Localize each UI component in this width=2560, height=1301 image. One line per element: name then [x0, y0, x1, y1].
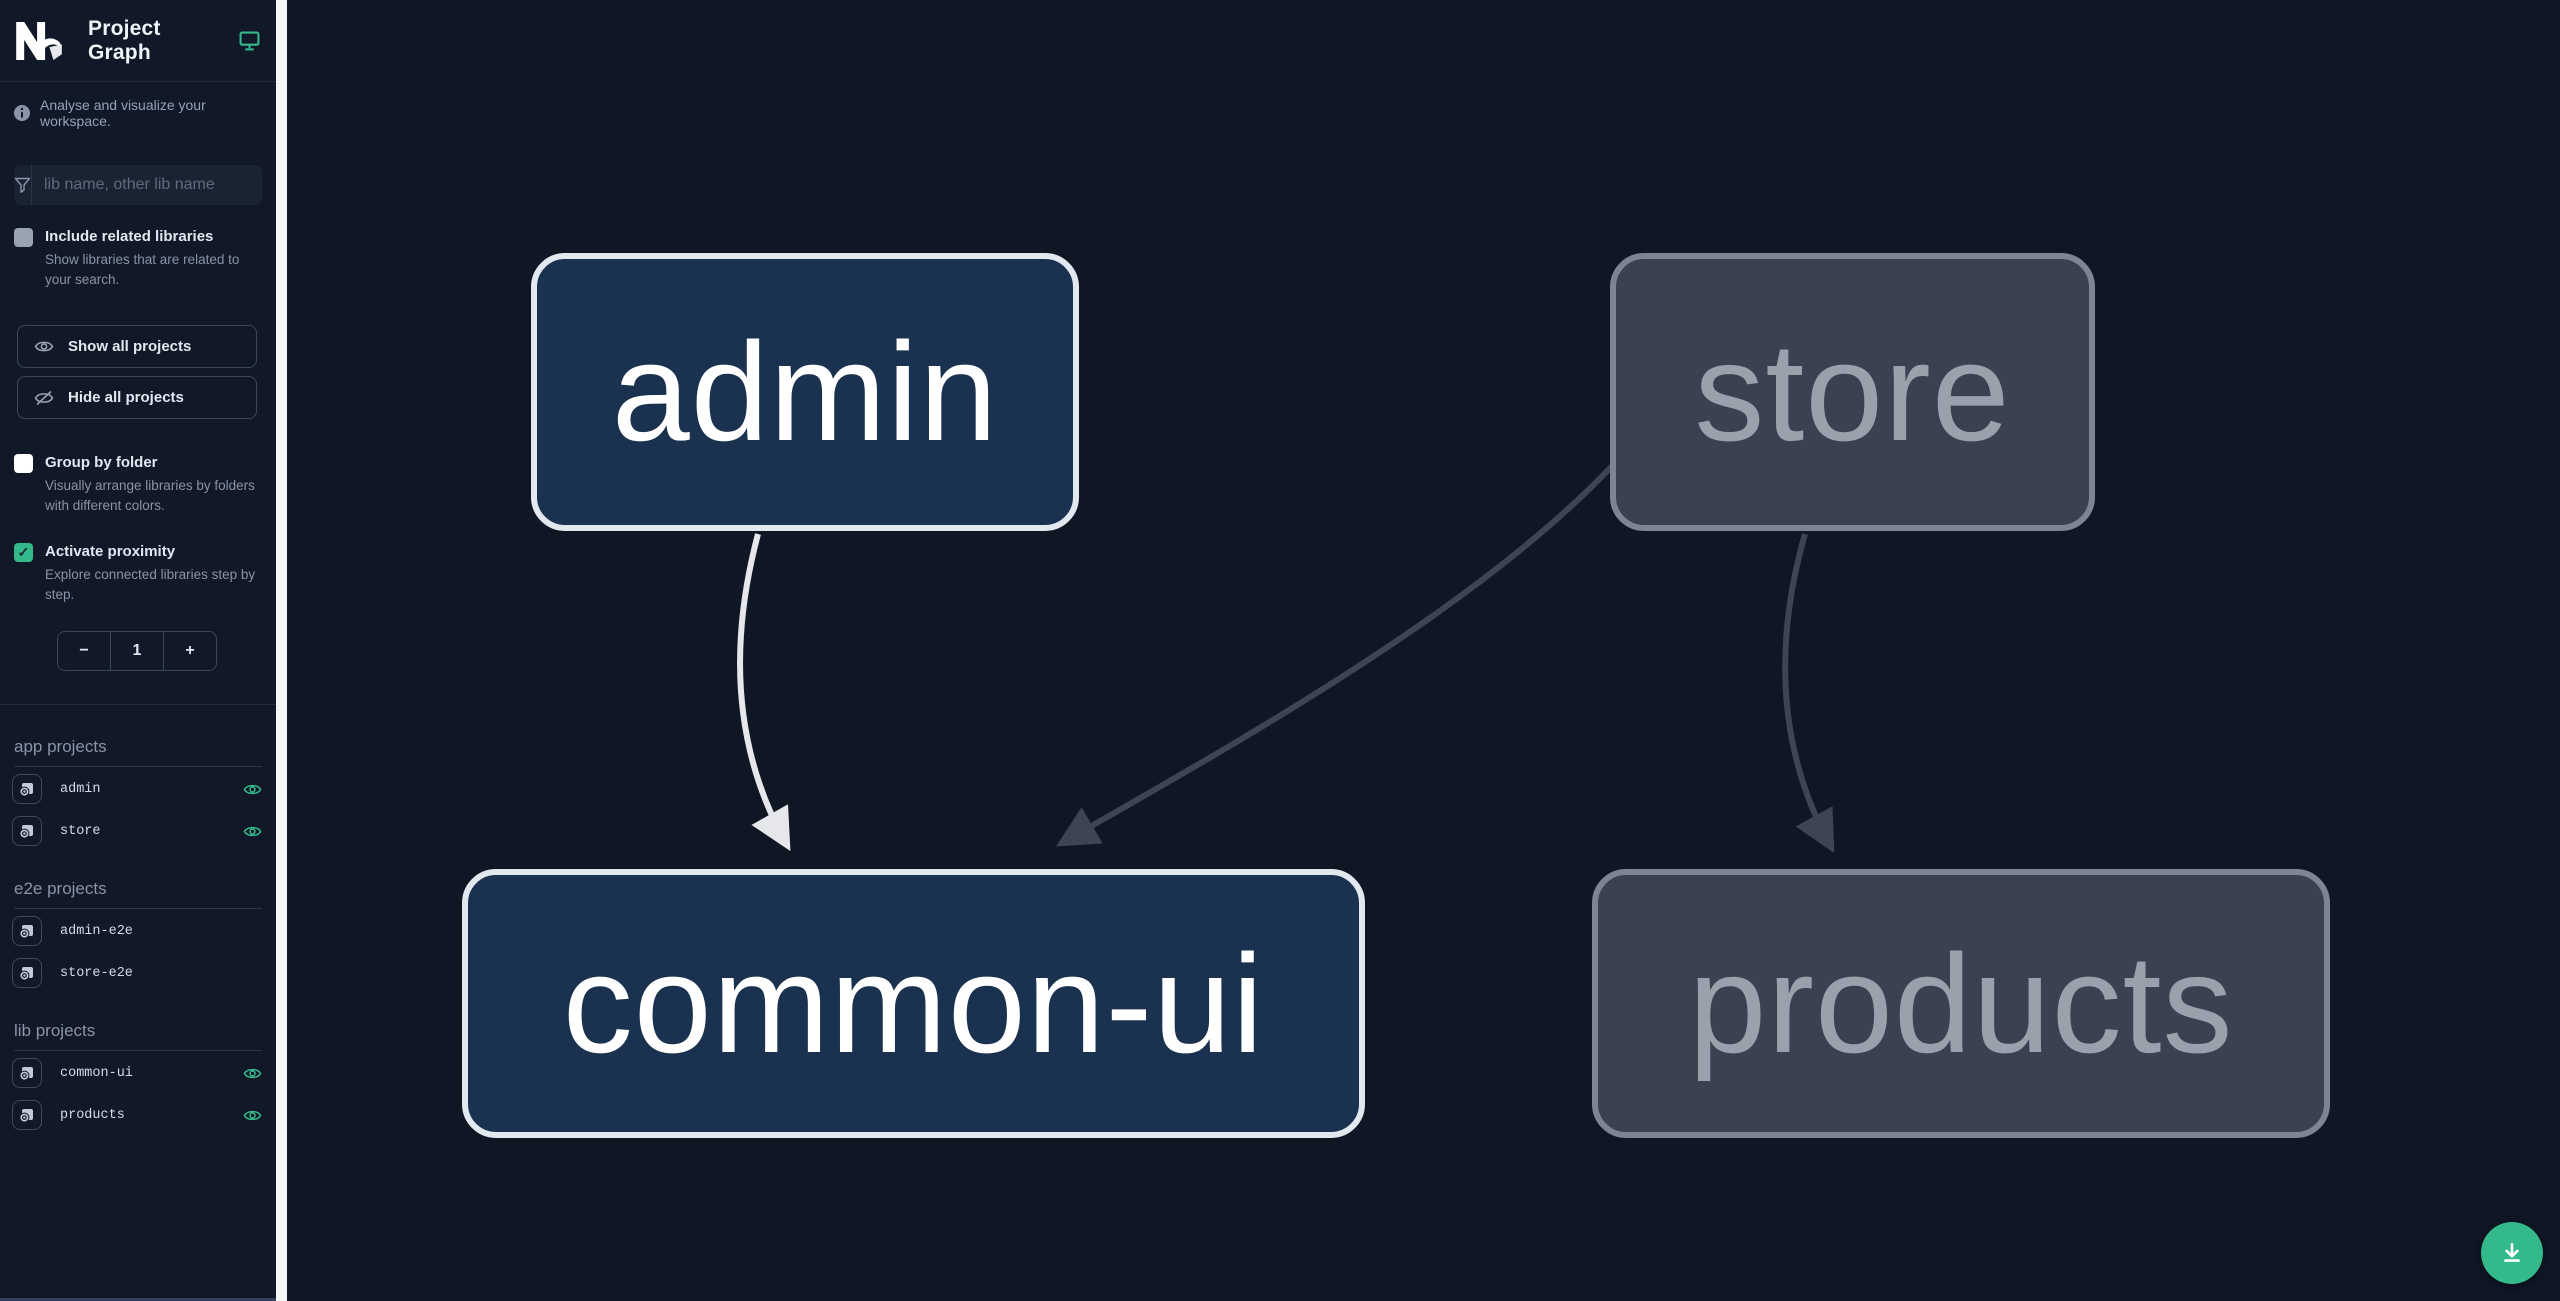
activate-proximity-checkbox[interactable]	[14, 543, 33, 562]
section-title-app-projects: app projects	[14, 737, 262, 767]
project-name[interactable]: products	[60, 1107, 125, 1123]
dependency-edges	[737, 463, 1835, 854]
project-row-admin: admin	[0, 769, 276, 809]
funnel-icon	[14, 165, 32, 205]
graph-node-store[interactable]: store	[1610, 253, 2095, 531]
node-label: common-ui	[562, 924, 1265, 1082]
activate-proximity-row: Activate proximity Explore connected lib…	[14, 542, 262, 605]
section-title-e2e-projects: e2e projects	[14, 879, 262, 909]
hide-all-projects-label: Hide all projects	[68, 389, 184, 406]
project-row-products: products	[0, 1095, 276, 1135]
proximity-counter: − 1 +	[57, 631, 217, 671]
download-icon	[2499, 1240, 2525, 1266]
proximity-increment-button[interactable]: +	[163, 632, 216, 670]
eye-off-icon	[34, 390, 54, 406]
project-filter	[14, 165, 262, 205]
sidebar-resize-handle[interactable]	[276, 0, 287, 1301]
workspace-hint: Analyse and visualize your workspace.	[14, 97, 262, 129]
project-row-store: store	[0, 811, 276, 851]
show-all-projects-button[interactable]: Show all projects	[17, 325, 257, 368]
focus-icon[interactable]	[12, 916, 42, 946]
section-title-lib-projects: lib projects	[14, 1021, 262, 1051]
proximity-value: 1	[110, 632, 163, 670]
graph-node-admin[interactable]: admin	[531, 253, 1079, 531]
focus-icon[interactable]	[12, 958, 42, 988]
download-graph-button[interactable]	[2481, 1222, 2543, 1284]
project-row-store-e2e: store-e2e	[0, 953, 276, 993]
proximity-decrement-button[interactable]: −	[79, 642, 89, 659]
include-related-label: Include related libraries	[45, 228, 214, 245]
group-by-folder-description: Visually arrange libraries by folders wi…	[45, 477, 255, 513]
nx-logo	[16, 21, 62, 60]
eye-icon[interactable]	[243, 824, 262, 839]
project-name[interactable]: common-ui	[60, 1065, 133, 1081]
activate-proximity-description: Explore connected libraries step by step…	[45, 566, 256, 602]
project-name[interactable]: store-e2e	[60, 965, 133, 981]
include-related-description: Show libraries that are related to your …	[45, 251, 240, 287]
sidebar-header: Project Graph	[0, 0, 276, 82]
app-title: Project Graph	[88, 16, 161, 64]
graph-canvas[interactable]: admin store common-ui products	[287, 0, 2560, 1301]
project-row-common-ui: common-ui	[0, 1053, 276, 1093]
info-icon	[14, 105, 30, 121]
graph-node-common-ui[interactable]: common-ui	[462, 869, 1365, 1138]
node-label: store	[1694, 313, 2011, 470]
search-input[interactable]	[32, 165, 262, 205]
focus-icon[interactable]	[12, 1100, 42, 1130]
project-name[interactable]: admin	[60, 781, 101, 797]
eye-icon[interactable]	[243, 1108, 262, 1123]
sidebar: Project Graph Analyse and visualize your…	[0, 0, 276, 1301]
edge-store-to-common-ui[interactable]	[1055, 463, 1615, 847]
eye-icon	[34, 339, 54, 354]
include-related-checkbox[interactable]	[14, 228, 33, 247]
group-by-folder-checkbox[interactable]	[14, 454, 33, 473]
focus-icon[interactable]	[12, 774, 42, 804]
hide-all-projects-button[interactable]: Hide all projects	[17, 376, 257, 419]
node-label: admin	[611, 313, 999, 470]
edge-admin-to-common-ui[interactable]	[737, 533, 791, 852]
project-name[interactable]: admin-e2e	[60, 923, 133, 939]
activate-proximity-label: Activate proximity	[45, 543, 176, 560]
show-all-projects-label: Show all projects	[68, 338, 192, 355]
group-by-folder-row: Group by folder Visually arrange librari…	[14, 453, 262, 516]
eye-icon[interactable]	[243, 1066, 262, 1081]
project-row-admin-e2e: admin-e2e	[0, 911, 276, 951]
focus-icon[interactable]	[12, 1058, 42, 1088]
edge-store-to-products[interactable]	[1782, 533, 1835, 854]
sidebar-divider	[0, 704, 276, 705]
group-by-folder-label: Group by folder	[45, 454, 158, 471]
include-related-row: Include related libraries Show libraries…	[14, 227, 262, 290]
graph-node-products[interactable]: products	[1592, 869, 2330, 1138]
project-name[interactable]: store	[60, 823, 101, 839]
focus-icon[interactable]	[12, 816, 42, 846]
eye-icon[interactable]	[243, 782, 262, 797]
monitor-icon[interactable]	[239, 31, 260, 51]
node-label: products	[1688, 924, 2234, 1082]
workspace-hint-text: Analyse and visualize your workspace.	[40, 97, 206, 129]
